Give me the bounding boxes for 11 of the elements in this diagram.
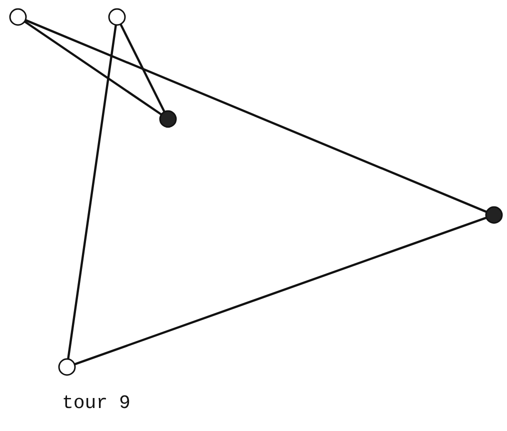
- caption-text: tour 9: [62, 392, 130, 414]
- open-circle: [58, 358, 76, 376]
- connector-line: [74, 216, 487, 366]
- open-circle: [9, 8, 27, 26]
- connector-line: [24, 20, 162, 116]
- connector-line: [24, 19, 488, 213]
- filled-dot: [159, 110, 177, 128]
- open-circle: [108, 8, 126, 26]
- connector-line: [67, 24, 117, 360]
- connector-line: [120, 24, 166, 112]
- filled-dot: [485, 206, 503, 224]
